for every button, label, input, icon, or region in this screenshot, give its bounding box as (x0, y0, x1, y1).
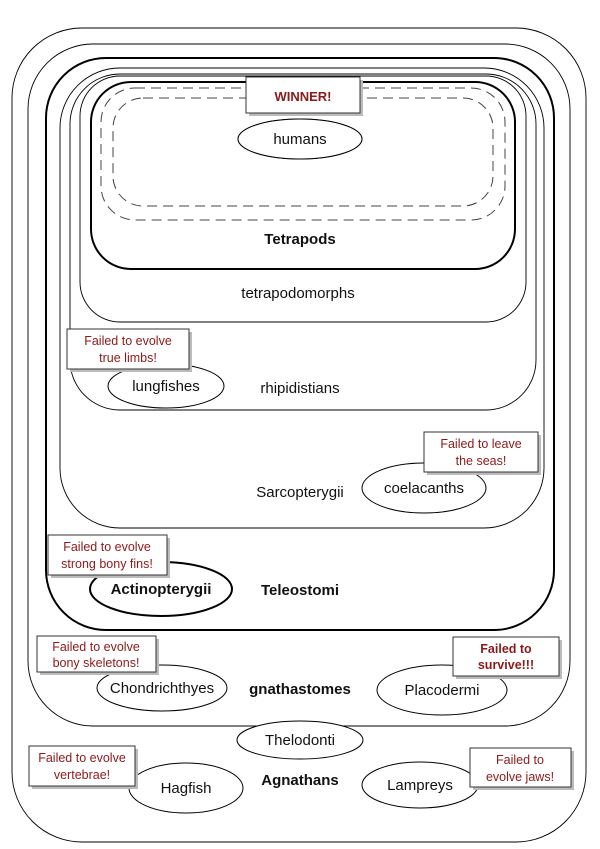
taxon-actinopterygii: Actinopterygii (111, 581, 212, 598)
coelacanths-note-line2: the seas! (456, 454, 507, 468)
thelodonti-ellipse (236, 720, 364, 760)
placodermi-note-line2: survive!!! (478, 658, 534, 672)
chondrichthyes-ellipse (96, 664, 228, 712)
taxon-thelodonti: Thelodonti (265, 732, 335, 749)
sarcopterygii-outline (59, 67, 545, 529)
winner-text: WINNER! (274, 89, 331, 104)
taxon-lampreys: Lampreys (387, 777, 453, 794)
taxon-placodermi: Placodermi (404, 682, 479, 699)
lungfishes-note (66, 328, 190, 370)
actinopterygii-note-line1: Failed to evolve (63, 540, 151, 554)
winner-note (245, 76, 361, 114)
lungfishes-note-line1: Failed to evolve (84, 334, 172, 348)
group-label-gnathastomes: gnathastomes (249, 681, 351, 698)
taxon-chondrichthyes: Chondrichthyes (110, 680, 214, 697)
tetrapodomorphs-outline (79, 75, 527, 323)
chondrichthyes-note-line2: bony skeletons! (53, 656, 140, 670)
chondrichthyes-note (36, 635, 157, 673)
group-label-tetrapods: Tetrapods (264, 231, 335, 248)
group-label-agnathans: Agnathans (261, 772, 339, 789)
coelacanths-note-line1: Failed to leave (440, 437, 521, 451)
taxon-coelacanths: coelacanths (384, 480, 464, 497)
rhipidistians-outline (69, 73, 537, 411)
hagfish-note-line2: vertebrae! (54, 768, 110, 782)
lampreys-note-line2: evolve jaws! (486, 770, 554, 784)
humans-ellipse-top (237, 118, 363, 160)
actinopterygii-note (47, 534, 168, 576)
hagfish-note-line1: Failed to evolve (38, 751, 126, 765)
taxon-hagfish: Hagfish (161, 780, 212, 797)
chondrichthyes-note-line1: Failed to evolve (52, 640, 140, 654)
group-label-teleostomi: Teleostomi (261, 582, 339, 599)
coelacanths-note (423, 431, 539, 473)
teleostomi-outline (45, 57, 555, 631)
group-label-sarcopterygii: Sarcopterygii (256, 484, 344, 501)
actinopterygii-note-line2: strong bony fins! (61, 557, 153, 571)
taxon-humans-top: humans (273, 131, 326, 148)
taxon-lungfishes: lungfishes (132, 378, 200, 395)
agnathans-outline (11, 27, 587, 843)
lampreys-note (469, 747, 572, 788)
placodermi-note (452, 636, 560, 677)
group-label-rhipidistians: rhipidistians (260, 380, 339, 397)
lungfishes-note-line2: true limbs! (99, 351, 157, 365)
placodermi-note-line1: Failed to (480, 642, 532, 656)
hagfish-note (28, 745, 136, 787)
lampreys-note-line1: Failed to (496, 753, 544, 767)
group-label-tetrapodomorphs: tetrapodomorphs (241, 285, 354, 302)
